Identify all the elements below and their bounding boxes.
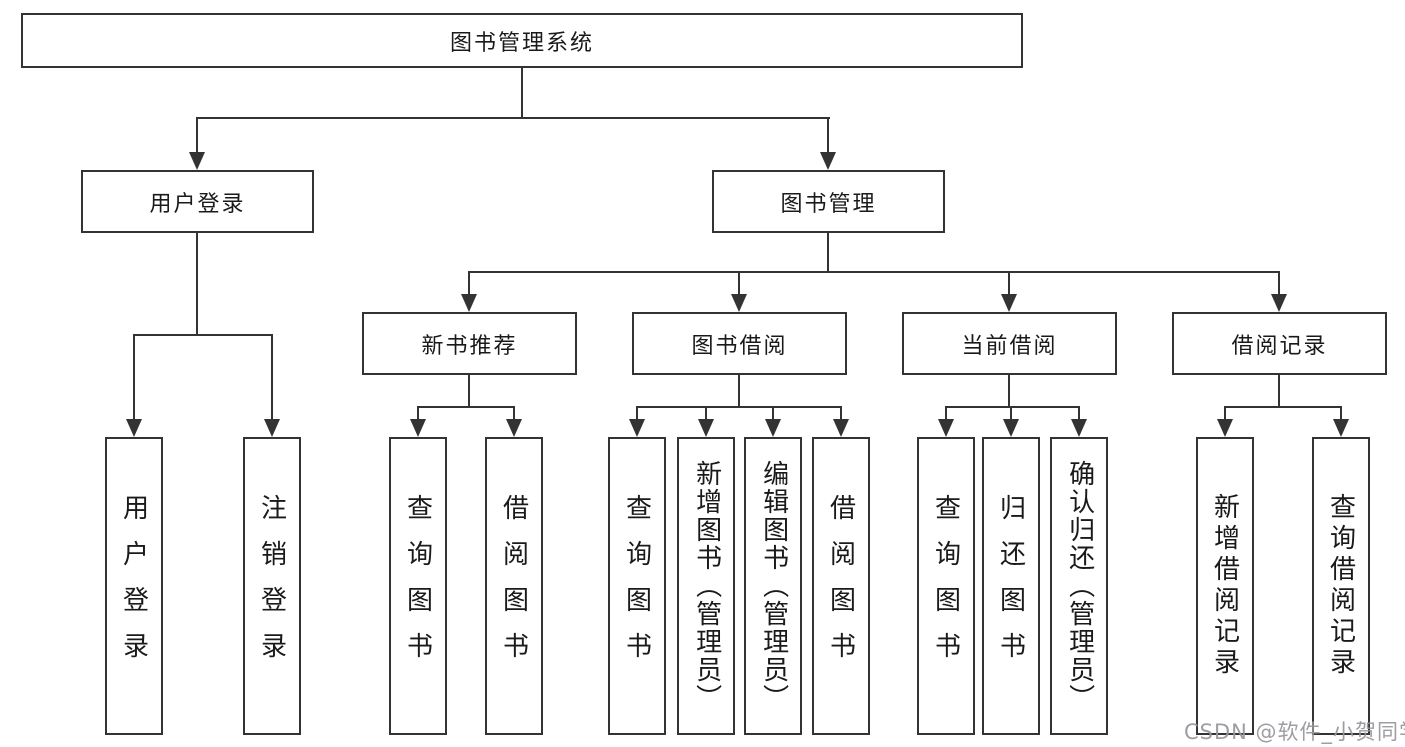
connector-line	[1278, 375, 1280, 408]
connector-line	[1008, 375, 1010, 408]
arrow-down-icon	[189, 152, 205, 170]
connector-line	[840, 406, 842, 420]
connector-line	[1340, 406, 1342, 420]
arrow-down-icon	[410, 419, 426, 437]
connector-line	[521, 66, 523, 118]
connector-line	[738, 271, 740, 296]
connector-line	[827, 233, 829, 273]
arrow-down-icon	[1071, 419, 1087, 437]
connector-line	[772, 406, 774, 420]
connector-line	[636, 406, 638, 420]
connector-line	[133, 334, 135, 420]
connector-line	[417, 406, 515, 408]
node-book-borrow: 图书借阅	[632, 312, 847, 375]
leaf-edit-book-admin: 编辑图书（管理员）	[744, 437, 802, 735]
connector-line	[271, 334, 273, 420]
connector-line	[1224, 406, 1341, 408]
connector-line	[738, 375, 740, 408]
leaf-query-book-current: 查询图书	[917, 437, 975, 735]
connector-line	[468, 271, 470, 296]
arrow-down-icon	[629, 419, 645, 437]
leaf-query-borrow-record: 查询借阅记录	[1312, 437, 1370, 735]
connector-line	[417, 406, 419, 420]
arrow-down-icon	[126, 419, 142, 437]
leaf-add-borrow-record: 新增借阅记录	[1196, 437, 1254, 735]
node-user-login: 用户登录	[81, 170, 314, 233]
connector-line	[468, 271, 1280, 273]
connector-line	[705, 406, 707, 420]
node-new-book-recommend: 新书推荐	[362, 312, 577, 375]
leaf-logout: 注销登录	[243, 437, 301, 735]
arrow-down-icon	[833, 419, 849, 437]
arrow-down-icon	[731, 294, 747, 312]
arrow-down-icon	[820, 152, 836, 170]
arrow-down-icon	[938, 419, 954, 437]
arrow-down-icon	[1003, 419, 1019, 437]
arrow-down-icon	[698, 419, 714, 437]
leaf-add-book-admin: 新增图书（管理员）	[677, 437, 735, 735]
leaf-borrow-book: 借阅图书	[812, 437, 870, 735]
leaf-user-login: 用户登录	[105, 437, 163, 735]
arrow-down-icon	[1271, 294, 1287, 312]
leaf-confirm-return-admin: 确认归还（管理员）	[1050, 437, 1108, 735]
connector-line	[945, 406, 1080, 408]
node-current-borrow: 当前借阅	[902, 312, 1117, 375]
node-borrow-records: 借阅记录	[1172, 312, 1387, 375]
leaf-query-book-borrow: 查询图书	[608, 437, 666, 735]
connector-line	[827, 117, 829, 153]
arrow-down-icon	[1333, 419, 1349, 437]
arrow-down-icon	[506, 419, 522, 437]
leaf-borrow-book-recommend: 借阅图书	[485, 437, 543, 735]
arrow-down-icon	[461, 294, 477, 312]
connector-line	[1078, 406, 1080, 420]
connector-line	[133, 334, 273, 336]
node-root: 图书管理系统	[21, 13, 1023, 68]
leaf-query-book-recommend: 查询图书	[389, 437, 447, 735]
arrow-down-icon	[264, 419, 280, 437]
connector-line	[196, 233, 198, 336]
connector-line	[1278, 271, 1280, 296]
arrow-down-icon	[1217, 419, 1233, 437]
connector-line	[196, 117, 830, 119]
leaf-return-book: 归还图书	[982, 437, 1040, 735]
connector-line	[636, 406, 842, 408]
arrow-down-icon	[765, 419, 781, 437]
connector-line	[196, 117, 198, 153]
connector-line	[1224, 406, 1226, 420]
connector-line	[945, 406, 947, 420]
connector-line	[1008, 271, 1010, 296]
arrow-down-icon	[1001, 294, 1017, 312]
connector-line	[468, 375, 470, 408]
node-book-management: 图书管理	[712, 170, 945, 233]
connector-line	[1010, 406, 1012, 420]
csdn-watermark: CSDN @软件_小贺同学	[1184, 720, 1405, 744]
connector-line	[513, 406, 515, 420]
